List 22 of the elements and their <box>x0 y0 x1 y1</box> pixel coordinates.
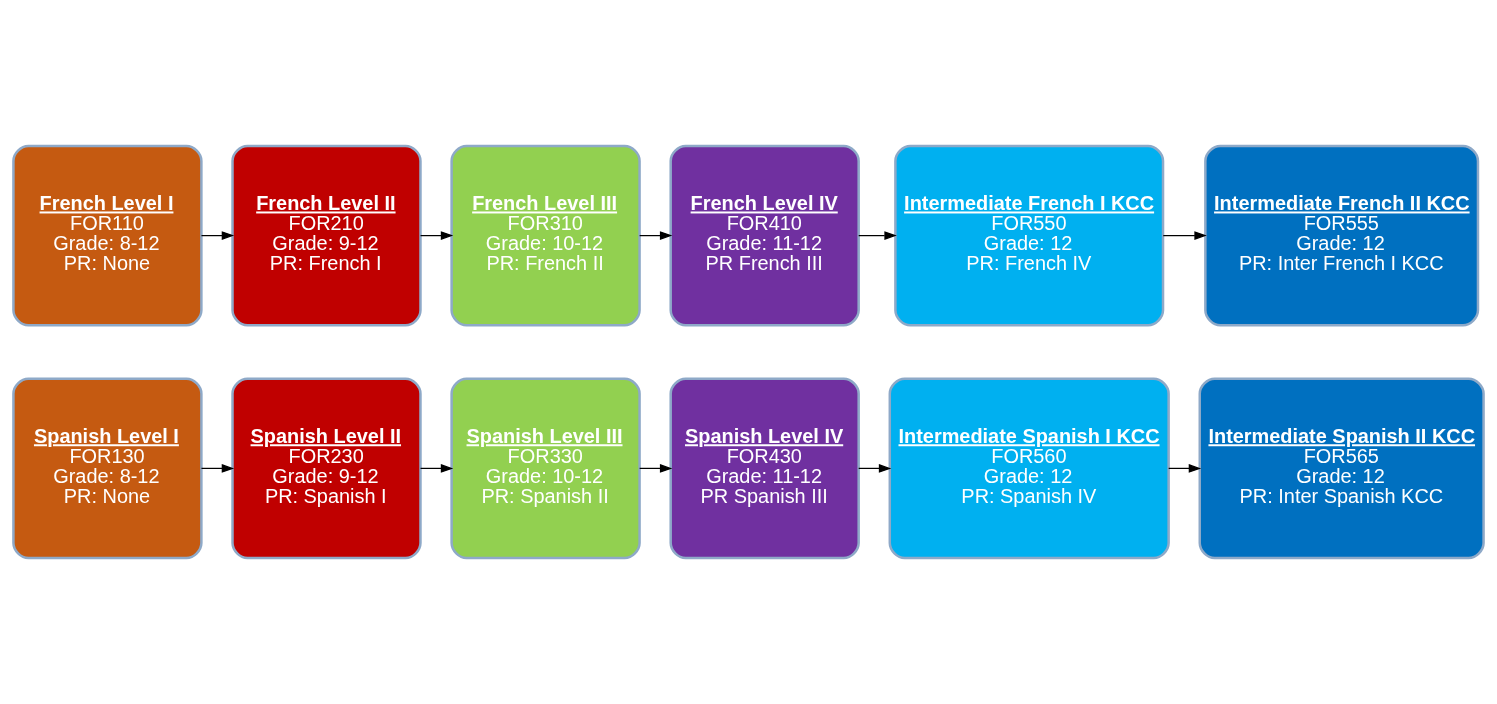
node-box: Spanish Level I FOR130 Grade: 8-12 PR: None <box>12 377 203 560</box>
node-box: French Level III FOR310 Grade: 10-12 PR: French II <box>450 144 641 327</box>
arrow <box>858 231 897 240</box>
arrow <box>1162 231 1207 240</box>
node-box: French Level IV FOR410 Grade: 11-12 PR French III <box>669 144 860 327</box>
arrow <box>419 231 454 240</box>
node-box: French Level II FOR210 Grade: 9-12 PR: French I <box>231 144 422 327</box>
node-box: Intermediate French II KCC FOR555 Grade: 12 PR: Inter French I KCC <box>1204 144 1480 327</box>
arrow <box>419 464 454 473</box>
arrow <box>200 231 235 240</box>
arrow <box>639 231 673 240</box>
node-box: Spanish Level II FOR230 Grade: 9-12 PR: Spanish I <box>231 377 422 560</box>
arrow <box>1168 464 1202 473</box>
node-box: Intermediate Spanish I KCC FOR560 Grade: 12 PR: Spanish IV <box>888 377 1170 560</box>
node-box: Intermediate French I KCC FOR550 Grade: 12 PR: French IV <box>894 144 1165 327</box>
node-box: Spanish Level III FOR330 Grade: 10-12 PR: Spanish II <box>450 377 641 560</box>
node-box: Spanish Level IV FOR430 Grade: 11-12 PR Spanish III <box>669 377 860 560</box>
arrow <box>639 464 673 473</box>
arrow <box>858 464 892 473</box>
arrow <box>200 464 235 473</box>
node-box: French Level I FOR110 Grade: 8-12 PR: None <box>12 144 203 327</box>
node-box: Intermediate Spanish II KCC FOR565 Grade: 12 PR: Inter Spanish KCC <box>1198 377 1485 560</box>
